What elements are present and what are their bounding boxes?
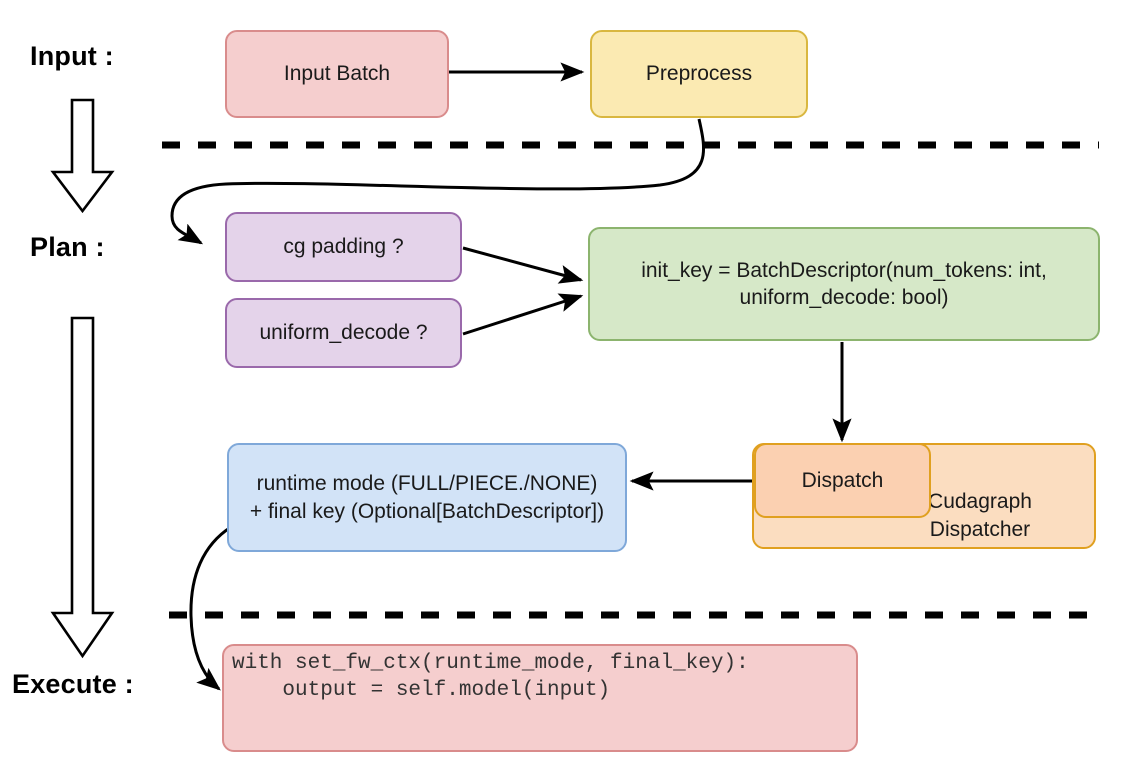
node-runtime-mode[interactable]: runtime mode (FULL/PIECE./NONE) + final … [227, 443, 627, 552]
node-input-batch[interactable]: Input Batch [225, 30, 449, 118]
input-to-plan-block-arrow [50, 98, 115, 214]
node-uniform-decode-label: uniform_decode ? [259, 321, 428, 345]
node-input-batch-label: Input Batch [283, 62, 391, 86]
node-cudagraph-dispatcher-line1: Cudagraph [928, 490, 1032, 514]
node-runtime-mode-line1: runtime mode (FULL/PIECE./NONE) [256, 472, 598, 496]
node-uniform-decode[interactable]: uniform_decode ? [225, 298, 462, 368]
node-init-key[interactable]: init_key = BatchDescriptor(num_tokens: i… [588, 227, 1100, 341]
cg-padding-to-init-key [462, 246, 584, 284]
node-cg-padding[interactable]: cg padding ? [225, 212, 462, 282]
node-init-key-line1: init_key = BatchDescriptor(num_tokens: i… [641, 258, 1047, 282]
node-execute-code[interactable]: with set_fw_ctx(runtime_mode, final_key)… [222, 644, 858, 752]
node-init-key-line2: uniform_decode: bool) [739, 286, 949, 309]
node-runtime-mode-line2: + final key (Optional[BatchDescriptor]) [249, 499, 605, 523]
node-preprocess-label: Preprocess [645, 62, 753, 86]
node-preprocess[interactable]: Preprocess [590, 30, 808, 118]
stage-label-plan: Plan : [30, 232, 105, 262]
plan-to-execute-block-arrow [50, 316, 115, 659]
execute-code-line-2: output = self.model(input) [232, 679, 611, 703]
execute-code-line-1: with set_fw_ctx(runtime_mode, final_key)… [232, 652, 749, 675]
node-dispatch[interactable]: Dispatch [754, 443, 931, 518]
node-dispatch-label: Dispatch [801, 468, 884, 492]
stage-label-execute: Execute : [12, 669, 134, 699]
node-cg-padding-label: cg padding ? [283, 235, 404, 259]
node-cudagraph-dispatcher-line2: Dispatcher [929, 517, 1031, 541]
stage-label-input: Input : [30, 41, 114, 71]
uniform-decode-to-init-key [462, 293, 584, 336]
